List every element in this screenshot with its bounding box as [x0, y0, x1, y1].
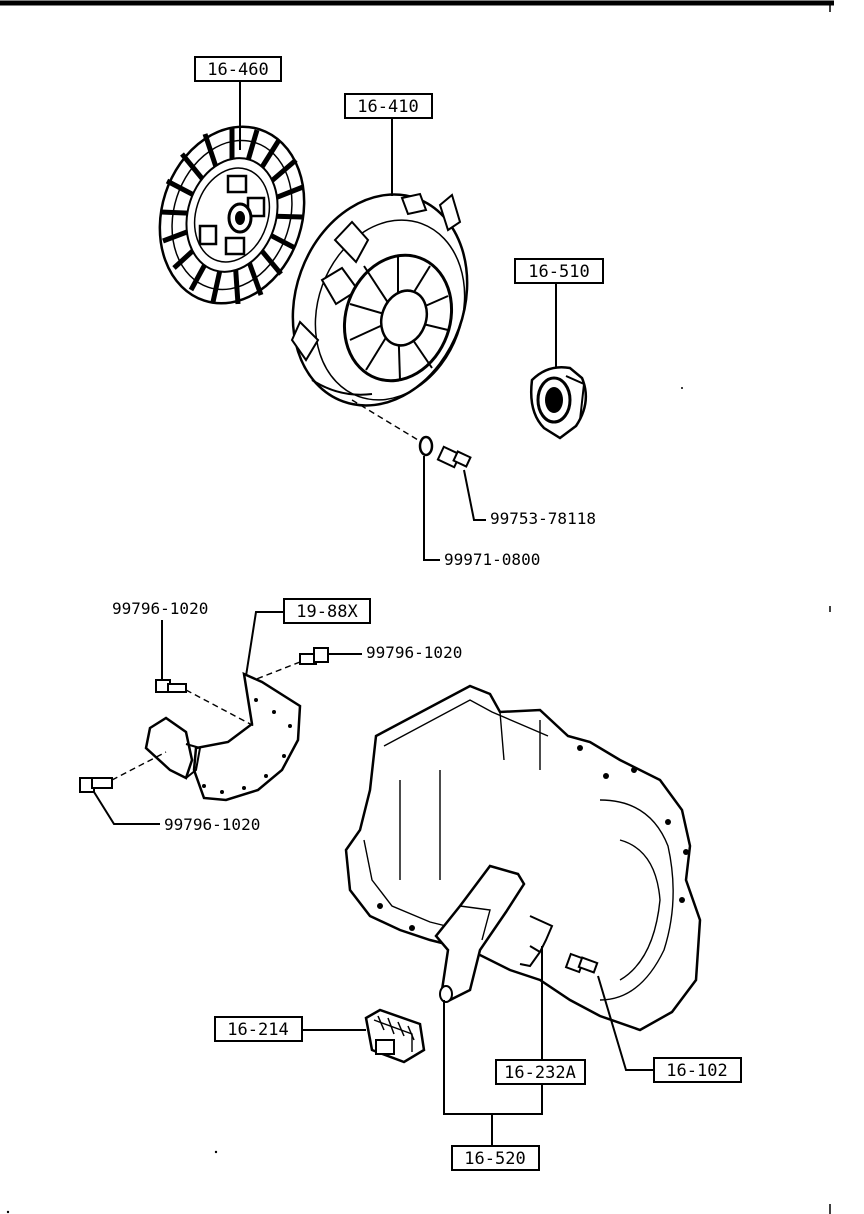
stray-dot-3 [6, 1210, 10, 1214]
label-release-spring-text: 16-232A [504, 1063, 576, 1083]
label-pivot-stud-text: 16-102 [666, 1061, 727, 1081]
clutch-disc-drawing [158, 125, 306, 305]
label-release-spring[interactable]: 16-232A [495, 1059, 586, 1085]
label-release-bearing[interactable]: 16-510 [514, 258, 604, 284]
label-pivot-bushing-text: 16-214 [227, 1020, 288, 1040]
leader-plate-bolt-left [93, 791, 160, 825]
stray-dot-2 [214, 1150, 218, 1154]
label-clutch-disc-text: 16-460 [207, 60, 268, 80]
plate-bolt-left-drawing [79, 777, 113, 793]
dashed-plate-bolt-left [111, 751, 167, 781]
leader-washer [423, 456, 440, 561]
label-clutch-cover[interactable]: 16-410 [344, 93, 433, 119]
clutch-cover-drawing [290, 192, 469, 407]
pivot-bushing-drawing [364, 1008, 426, 1064]
label-clutch-disc[interactable]: 16-460 [194, 56, 282, 82]
cover-bolt-drawing [436, 445, 472, 469]
dashed-plate-bolt-right [253, 661, 301, 681]
release-bearing-drawing [530, 366, 588, 440]
label-pivot-stud[interactable]: 16-102 [653, 1057, 742, 1083]
label-cover-plate[interactable]: 19-88X [283, 598, 371, 624]
leader-cover-bolt [463, 469, 486, 521]
leader-cover-plate [245, 611, 284, 677]
label-plate-bolt-right[interactable]: 99796-1020 [366, 643, 462, 662]
stray-dot-1 [681, 387, 683, 389]
release-fork-drawing [434, 864, 526, 1003]
leader-pivot-stud [597, 975, 654, 1071]
label-plate-bolt-left[interactable]: 99796-1020 [164, 815, 260, 834]
washer-drawing [418, 435, 434, 457]
plate-bolt-top-drawing [155, 679, 187, 693]
label-plate-bolt-top[interactable]: 99796-1020 [112, 599, 208, 618]
label-pivot-bushing[interactable]: 16-214 [214, 1016, 303, 1042]
label-cover-plate-text: 19-88X [296, 602, 358, 622]
label-release-fork-text: 16-520 [464, 1149, 525, 1169]
label-release-fork[interactable]: 16-520 [451, 1145, 540, 1171]
label-release-bearing-text: 16-510 [528, 262, 589, 282]
dashed-plate-bolt-top [185, 689, 255, 727]
transmission-housing-drawing [344, 684, 702, 1032]
label-washer[interactable]: 99971-0800 [444, 550, 540, 569]
label-cover-bolt[interactable]: 99753-78118 [490, 509, 596, 528]
cover-plate-drawing [144, 671, 302, 802]
leader-release-fork [443, 1000, 543, 1115]
dashed-cover-to-washer [351, 399, 419, 441]
label-clutch-cover-text: 16-410 [357, 97, 418, 117]
plate-bolt-right-drawing [299, 647, 329, 665]
pivot-stud-drawing [564, 952, 599, 974]
